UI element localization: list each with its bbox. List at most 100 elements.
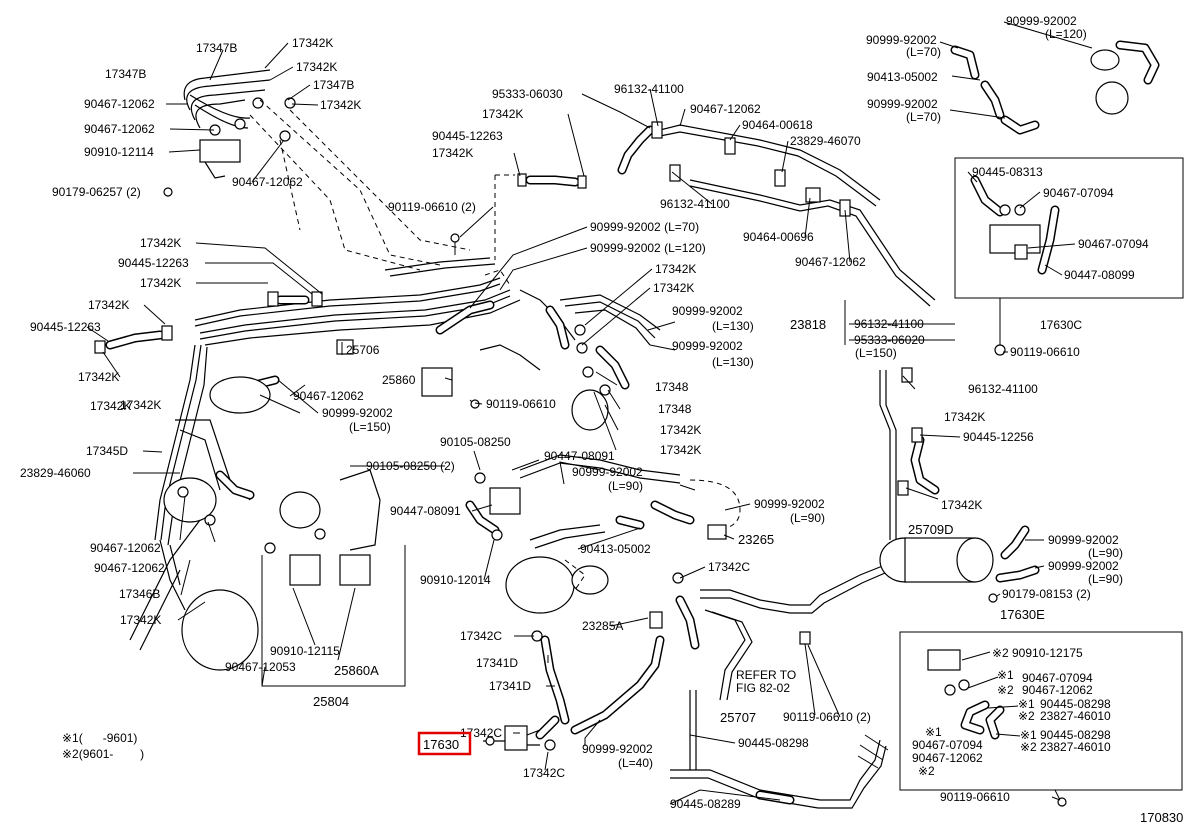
figure-number: 170830: [1140, 810, 1183, 825]
part-label: 17342K: [120, 398, 161, 412]
part-label: 90467-12062: [690, 102, 761, 116]
part-label: 96132-41100: [854, 317, 924, 331]
part-label: 90445-08298: [1040, 697, 1111, 711]
part-label: 90467-12062: [795, 255, 866, 269]
part-label: 90413-05002: [580, 542, 651, 556]
part-label: 96132-41100: [968, 382, 1038, 396]
part-label: 90467-12062: [84, 122, 155, 136]
part-label: 17342C: [523, 766, 565, 780]
part-label: 90445-08289: [670, 797, 741, 811]
part-label: 90445-12263: [432, 129, 503, 143]
part-label: 17347B: [196, 41, 237, 55]
part-label: 90447-08091: [390, 504, 461, 518]
part-label: ※1: [997, 668, 1014, 682]
part-label: ※1: [1020, 728, 1037, 742]
part-label: 17341D: [489, 679, 531, 693]
part-label: 90467-12062: [912, 751, 983, 765]
part-label: 17342K: [944, 410, 985, 424]
part-label: 90999-92002: [672, 304, 743, 318]
part-label: 25709D: [908, 522, 954, 537]
part-label: 90105-08250 (2): [366, 459, 455, 473]
part-label: 90467-12062: [293, 389, 364, 403]
part-label: 90910-12014: [420, 573, 491, 587]
part-label: 90105-08250: [440, 435, 511, 449]
part-label: FIG 82-02: [736, 681, 790, 695]
part-label: ※2: [997, 683, 1014, 697]
part-label: 90447-08099: [1064, 268, 1135, 282]
part-label: 90999-92002 (L=70): [590, 220, 699, 234]
part-label: 23818: [790, 317, 826, 332]
part-label: 17345D: [86, 444, 128, 458]
part-label: 90445-12256: [963, 430, 1034, 444]
part-label: 90467-12062: [90, 541, 161, 555]
part-label: 90413-05002: [867, 70, 938, 84]
highlight-box: [417, 731, 472, 756]
part-label: 90910-12115: [270, 644, 340, 658]
part-label: 90999-92002: [1048, 533, 1119, 547]
part-label: 90119-06610: [486, 397, 556, 411]
part-label: 90445-08298: [1040, 728, 1111, 742]
part-label: 17342K: [120, 613, 161, 627]
part-label: 90467-12062: [94, 561, 165, 575]
part-label: 25706: [346, 343, 380, 357]
part-label: 17342K: [292, 36, 333, 50]
part-label: (L=120): [1045, 27, 1087, 41]
part-label: 90999-92002: [572, 465, 643, 479]
part-label: ※1: [925, 725, 942, 739]
part-label: (L=70): [906, 110, 941, 124]
part-label: 90119-06610 (2): [783, 710, 871, 724]
part-label: ※1: [1018, 697, 1035, 711]
part-label: 90467-07094: [1078, 237, 1149, 251]
part-label: 90999-92002: [867, 97, 938, 111]
part-label: (L=70): [906, 45, 941, 59]
part-label: 90999-92002 (L=120): [590, 241, 706, 255]
part-label: 96132-41100: [614, 82, 684, 96]
part-label: 90445-12263: [30, 320, 101, 334]
part-label: 17342K: [78, 370, 119, 384]
part-label: 90445-08313: [972, 165, 1043, 179]
part-label: 23827-46010: [1040, 740, 1111, 754]
part-label: (L=90): [790, 511, 825, 525]
part-label: 17342C: [460, 629, 502, 643]
part-label: 95333-06030: [492, 87, 563, 101]
part-label: 17342K: [432, 146, 473, 160]
part-label: 17347B: [105, 67, 146, 81]
part-label: 17348: [658, 402, 692, 416]
leader-lines: [86, 21, 1093, 805]
part-label: 23827-46010: [1040, 709, 1111, 723]
part-label: 17342K: [660, 443, 701, 457]
part-label: 90467-12062: [1022, 683, 1093, 697]
part-label: 96132-41100: [660, 197, 730, 211]
part-label: 90445-12263: [118, 256, 189, 270]
part-label: 90467-07094: [1043, 186, 1114, 200]
diagram-artwork: [94, 40, 1184, 809]
part-label: 17341D: [476, 656, 518, 670]
part-label: 25860: [382, 373, 416, 387]
part-label: (L=40): [618, 756, 653, 770]
part-label: REFER TO: [736, 668, 796, 682]
part-label: 90467-07094: [912, 738, 983, 752]
part-label: 90999-92002: [322, 406, 393, 420]
part-label: 25707: [720, 710, 756, 725]
part-label: 25804: [313, 694, 349, 709]
part-label: 90179-08153 (2): [1002, 587, 1091, 601]
part-label: ※2: [992, 646, 1009, 660]
part-label: 17342K: [653, 281, 694, 295]
part-label: 90467-12053: [225, 660, 296, 674]
part-label: 90119-06610: [940, 790, 1010, 804]
part-label: 90447-08091: [544, 449, 615, 463]
part-label: 90119-06610: [1010, 345, 1080, 359]
part-label: 90910-12175: [1012, 646, 1083, 660]
part-label: (L=90): [1088, 572, 1123, 586]
part-label: 17630E: [1000, 607, 1045, 622]
part-label: 90467-07094: [1022, 671, 1093, 685]
part-label: 95333-06020: [854, 333, 925, 347]
part-labels: 17347B 17342K 17347B 17342K 17347B 90467…: [20, 14, 1183, 825]
part-label: 23829-46060: [20, 466, 91, 480]
part-label: 90119-06610 (2): [388, 200, 476, 214]
part-label: ※2: [918, 764, 935, 778]
part-label: 17342C: [708, 560, 750, 574]
part-label: 90999-92002: [1006, 14, 1077, 28]
part-label: 17342K: [88, 298, 129, 312]
part-label: 17342K: [320, 98, 361, 112]
